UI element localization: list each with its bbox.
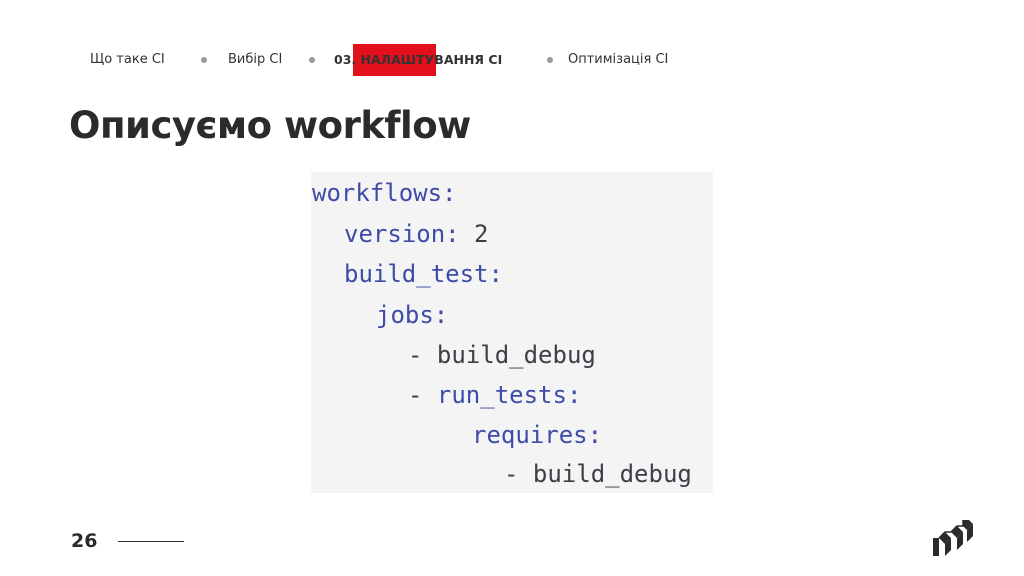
- section-navigation: Що таке CI Вибір CI 03. НАЛАШТУВАННЯ CI …: [0, 50, 1024, 70]
- nav-item-ci-optimization[interactable]: Оптимізація CI: [568, 52, 669, 67]
- code-line: workflows:: [312, 173, 457, 213]
- code-value: - build_debug: [504, 460, 692, 488]
- code-block: workflows: version: 2 build_test: jobs: …: [311, 172, 713, 493]
- footer-divider: [118, 541, 184, 542]
- nav-separator-dot: [201, 57, 207, 63]
- code-key: jobs:: [376, 301, 449, 329]
- code-value: - build_debug: [408, 341, 596, 369]
- code-key: version:: [344, 220, 460, 248]
- active-section-marker: [353, 44, 436, 76]
- code-line: requires:: [472, 415, 602, 455]
- code-key: requires:: [472, 421, 603, 449]
- code-value: -: [408, 381, 437, 409]
- code-line: - run_tests:: [408, 375, 581, 415]
- nav-separator-dot: [309, 57, 315, 63]
- code-value: 2: [459, 220, 489, 248]
- code-line: build_test:: [344, 254, 503, 294]
- stairs-logo-icon: [931, 516, 973, 556]
- code-key: build_test:: [344, 260, 503, 288]
- code-line: - build_debug: [408, 335, 596, 375]
- page-title: Описуємо workflow: [69, 104, 471, 147]
- code-key: run_tests:: [436, 381, 582, 409]
- nav-item-ci-choice[interactable]: Вибір CI: [228, 52, 283, 67]
- code-key: workflows:: [312, 179, 457, 207]
- nav-separator-dot: [547, 57, 553, 63]
- code-line: version: 2: [344, 214, 489, 254]
- code-line: jobs:: [376, 295, 448, 335]
- nav-item-ci-setup[interactable]: 03. НАЛАШТУВАННЯ CI: [334, 52, 503, 67]
- page-number: 26: [71, 530, 98, 552]
- code-line: - build_debug: [504, 454, 692, 494]
- nav-item-what-is-ci[interactable]: Що таке CI: [90, 52, 165, 67]
